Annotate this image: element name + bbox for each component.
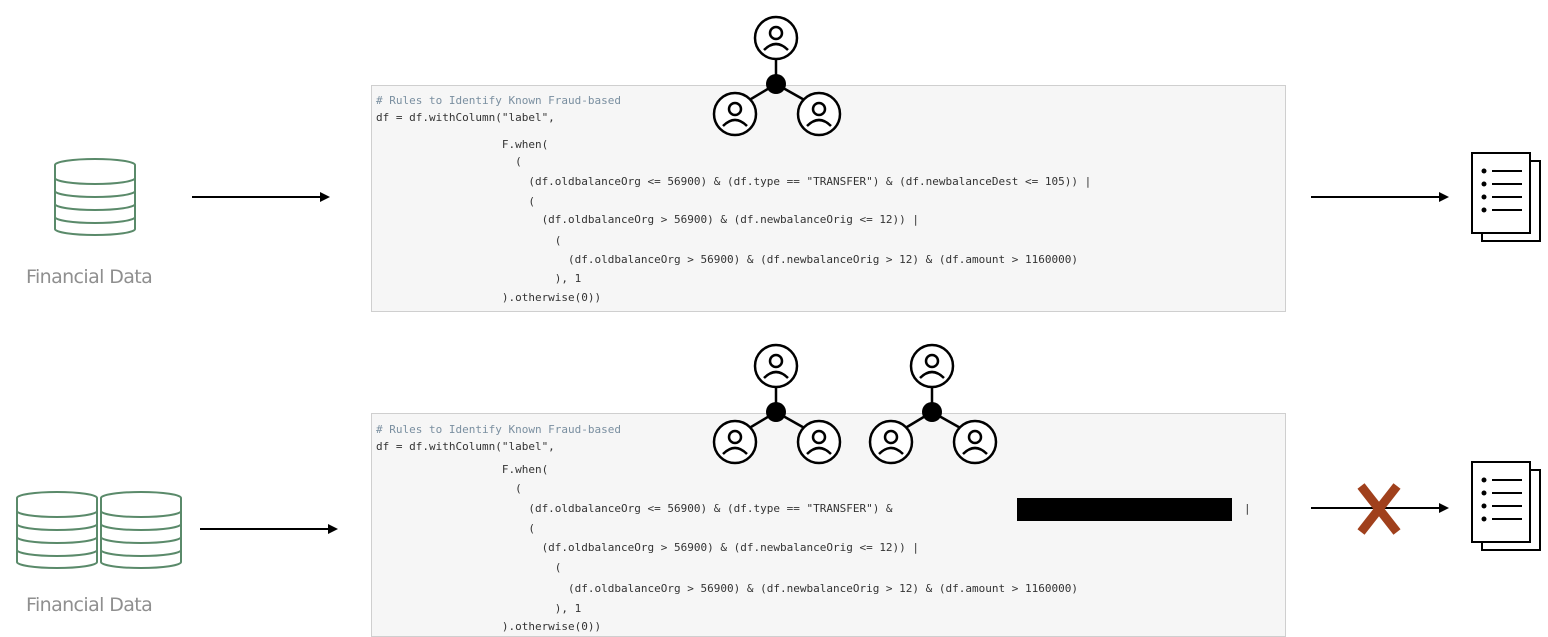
code-line: ( [376,234,562,247]
network-icon [712,343,842,465]
code-line: (df.oldbalanceOrg > 56900) & (df.newbala… [376,541,920,554]
code-line: # Rules to Identify Known Fraud-based [376,423,622,436]
arrow-icon [200,524,338,534]
x-mark-icon [1357,483,1401,535]
database-icon [54,158,136,236]
code-line: (df.oldbalanceOrg <= 56900) & (df.type =… [376,502,893,515]
code-line: (df.oldbalanceOrg > 56900) & (df.newbala… [376,582,1078,595]
network-icon [868,343,998,465]
code-line: ( [376,155,522,168]
code-line: ( [376,522,535,535]
document-icon [1471,152,1541,242]
network-icon [712,15,842,137]
database-icon [16,491,182,569]
code-line: F.when( [376,463,549,476]
redaction-bar [1017,498,1232,521]
code-line: ( [376,561,562,574]
code-line: # Rules to Identify Known Fraud-based [376,94,622,107]
code-line: df = df.withColumn("label", [376,111,555,124]
code-line: ).otherwise(0)) [376,291,602,304]
code-line: (df.oldbalanceOrg <= 56900) & (df.type =… [376,175,1092,188]
financial-data-label: Financial Data [26,594,153,616]
arrow-icon [1311,192,1449,202]
code-line: ).otherwise(0)) [376,620,602,633]
code-line: (df.oldbalanceOrg > 56900) & (df.newbala… [376,213,920,226]
code-line: ), 1 [376,272,582,285]
financial-data-label: Financial Data [26,266,153,288]
code-line: df = df.withColumn("label", [376,440,555,453]
code-line: (df.oldbalanceOrg > 56900) & (df.newbala… [376,253,1078,266]
code-line: ( [376,195,535,208]
arrow-icon [192,192,330,202]
trailing-pipe: | [1244,502,1251,515]
code-line: ( [376,482,522,495]
code-line: F.when( [376,138,549,151]
code-line: ), 1 [376,602,582,615]
document-icon [1471,461,1541,551]
